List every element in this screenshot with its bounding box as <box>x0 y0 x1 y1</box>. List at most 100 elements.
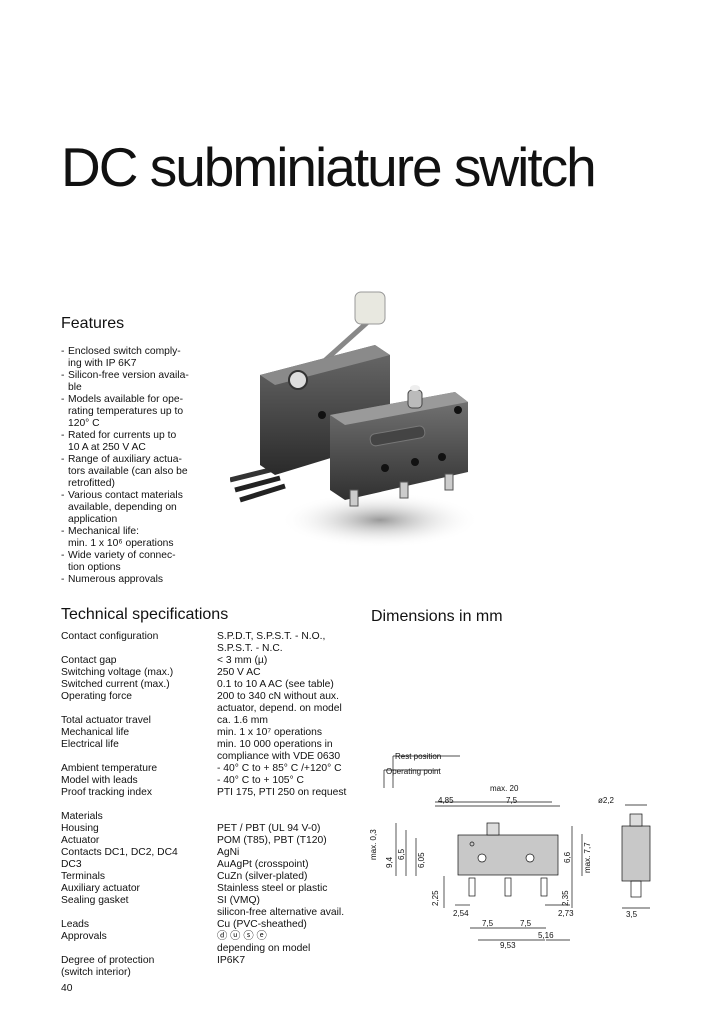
spec-row: Materials <box>61 811 361 823</box>
spec-label: Actuator <box>61 835 100 846</box>
dim-9-4: 9,4 <box>385 856 394 868</box>
spec-row: Ambient temperature - 40° C to + 85° C /+… <box>61 763 361 775</box>
spec-value: < 3 mm (µ) <box>217 655 268 666</box>
spec-row: Leads Cu (PVC-sheathed) <box>61 919 361 931</box>
product-photo <box>230 291 480 548</box>
spec-row <box>61 799 361 811</box>
spec-row: Housing PET / PBT (UL 94 V-0) <box>61 823 361 835</box>
dim-2-35: 2,35 <box>561 890 570 906</box>
spec-value: 250 V AC <box>217 667 261 678</box>
dim-9-53: 9,53 <box>500 941 516 950</box>
spec-label: Leads <box>61 919 90 930</box>
dim-max-0-3: max. 0,3 <box>369 829 378 860</box>
spec-value: POM (T85), PBT (T120) <box>217 835 327 846</box>
spec-label: Terminals <box>61 871 106 882</box>
spec-label: Ambient temperature <box>61 763 158 774</box>
spec-row: Switched current (max.)0.1 to 10 A AC (s… <box>61 679 361 691</box>
dim-d2-2: ø2,2 <box>598 796 615 805</box>
spec-label: Materials <box>61 811 103 822</box>
dim-6-6: 6,6 <box>563 851 572 863</box>
spec-label: Degree of protection (switch interior) <box>61 955 155 978</box>
spec-value: 200 to 340 cN without aux. actuator, dep… <box>217 691 342 714</box>
feature-item: Models available for ope- rating tempera… <box>61 394 206 430</box>
feature-item: Rated for currents up to 10 A at 250 V A… <box>61 430 206 454</box>
spec-value: S.P.D.T, S.P.S.T. - N.O., S.P.S.T. - N.C… <box>217 631 326 654</box>
spec-value: PET / PBT (UL 94 V-0) <box>217 823 321 834</box>
spec-row: Model with leads - 40° C to + 105° C <box>61 775 361 787</box>
spec-row: Auxiliary actuator Stainless steel or pla… <box>61 883 361 895</box>
spec-row: Approvals ⓓ ⓤ ⓢ ⓔ depending on model <box>61 931 361 955</box>
label-rest-position: Rest position <box>395 752 441 761</box>
dim-max20: max. 20 <box>490 784 519 793</box>
feature-item: Wide variety of connec- tion options <box>61 550 206 574</box>
dim-2-73: 2,73 <box>558 909 574 918</box>
spec-value: SI (VMQ) silicon-free alternative avail. <box>217 895 345 918</box>
spec-row: Contacts DC1, DC2, DC4 AgNi <box>61 847 361 859</box>
dimension-drawing: Rest position Operating point max. 20 4,… <box>369 752 651 950</box>
spec-row: Mechanical life min. 1 x 10⁷ operations <box>61 727 361 739</box>
spec-label: Switched current (max.) <box>61 679 170 690</box>
spec-value: ⓓ ⓤ ⓢ ⓔ depending on model <box>217 931 311 954</box>
spec-row: Total actuator travel ca. 1.6 mm <box>61 715 361 727</box>
specs-heading: Technical specifications <box>61 606 229 623</box>
spec-label: Model with leads <box>61 775 138 786</box>
spec-row: Degree of protection (switch interior) IP… <box>61 955 361 979</box>
label-operating-point: Operating point <box>386 767 441 776</box>
spec-label: Mechanical life <box>61 727 130 738</box>
dim-max-7-7: max. 7,7 <box>583 842 592 873</box>
spec-label: Contact gap <box>61 655 117 666</box>
dim-7-5-a: 7,5 <box>482 919 494 928</box>
spec-label: DC3 <box>61 859 82 870</box>
page-title: DC subminiature switch <box>61 136 597 198</box>
feature-item: Mechanical life: min. 1 x 10⁶ operations <box>61 526 206 550</box>
spec-label: Switching voltage (max.) <box>61 667 174 678</box>
spec-label: Total actuator travel <box>61 715 151 726</box>
spec-value <box>217 799 361 811</box>
spec-value: min. 10 000 operations in compliance wit… <box>217 739 341 762</box>
dim-2-25: 2,25 <box>431 890 440 906</box>
dim-6-5: 6,5 <box>397 848 406 860</box>
spec-row: Contact gap < 3 mm (µ) <box>61 655 361 667</box>
spec-value: IP6K7 <box>217 955 246 966</box>
feature-item: Numerous approvals <box>61 574 206 586</box>
spec-row: Electrical life min. 10 000 operations in… <box>61 739 361 763</box>
spec-label: Sealing gasket <box>61 895 129 906</box>
page-number: 40 <box>61 983 73 994</box>
spec-row: DC3 AuAgPt (crosspoint) <box>61 859 361 871</box>
feature-item: Silicon-free version availa- ble <box>61 370 206 394</box>
spec-label <box>61 799 217 811</box>
spec-label: Operating force <box>61 691 132 702</box>
spec-value: Stainless steel or plastic <box>217 883 328 894</box>
spec-label: Housing <box>61 823 99 834</box>
specs-table: Contact configuration S.P.D.T, S.P.S.T. -… <box>61 631 361 979</box>
feature-item: Various contact materials available, dep… <box>61 490 206 526</box>
spec-value: - 40° C to + 85° C /+120° C <box>217 763 342 774</box>
dimensions-heading: Dimensions in mm <box>371 608 503 625</box>
spec-value <box>217 811 361 823</box>
dim-5-16: 5,16 <box>538 931 554 940</box>
spec-row: Switching voltage (max.) 250 V AC <box>61 667 361 679</box>
feature-item: Enclosed switch comply- ing with IP 6K7 <box>61 346 206 370</box>
spec-value: Cu (PVC-sheathed) <box>217 919 307 930</box>
spec-label: Contacts DC1, DC2, DC4 <box>61 847 178 858</box>
spec-label: Contact configuration <box>61 631 159 642</box>
spec-value: ca. 1.6 mm <box>217 715 268 726</box>
spec-value: min. 1 x 10⁷ operations <box>217 727 323 738</box>
dim-3-5: 3,5 <box>626 910 638 919</box>
dim-2-54: 2,54 <box>453 909 469 918</box>
spec-label: Electrical life <box>61 739 119 750</box>
spec-value: - 40° C to + 105° C <box>217 775 304 786</box>
spec-label: Approvals <box>61 931 107 942</box>
spec-value: AuAgPt (crosspoint) <box>217 859 309 870</box>
features-heading: Features <box>61 315 125 332</box>
dim-4-85: 4,85 <box>438 796 454 805</box>
spec-label: Auxiliary actuator <box>61 883 140 894</box>
spec-label: Proof tracking index <box>61 787 153 798</box>
dim-7-5-top: 7,5 <box>506 796 518 805</box>
spec-row: Sealing gasket SI (VMQ) silicon-free alte… <box>61 895 361 919</box>
spec-row: Contact configuration S.P.D.T, S.P.S.T. -… <box>61 631 361 655</box>
spec-value: AgNi <box>217 847 240 858</box>
dim-6-05: 6,05 <box>417 852 426 868</box>
spec-row: Actuator POM (T85), PBT (T120) <box>61 835 361 847</box>
